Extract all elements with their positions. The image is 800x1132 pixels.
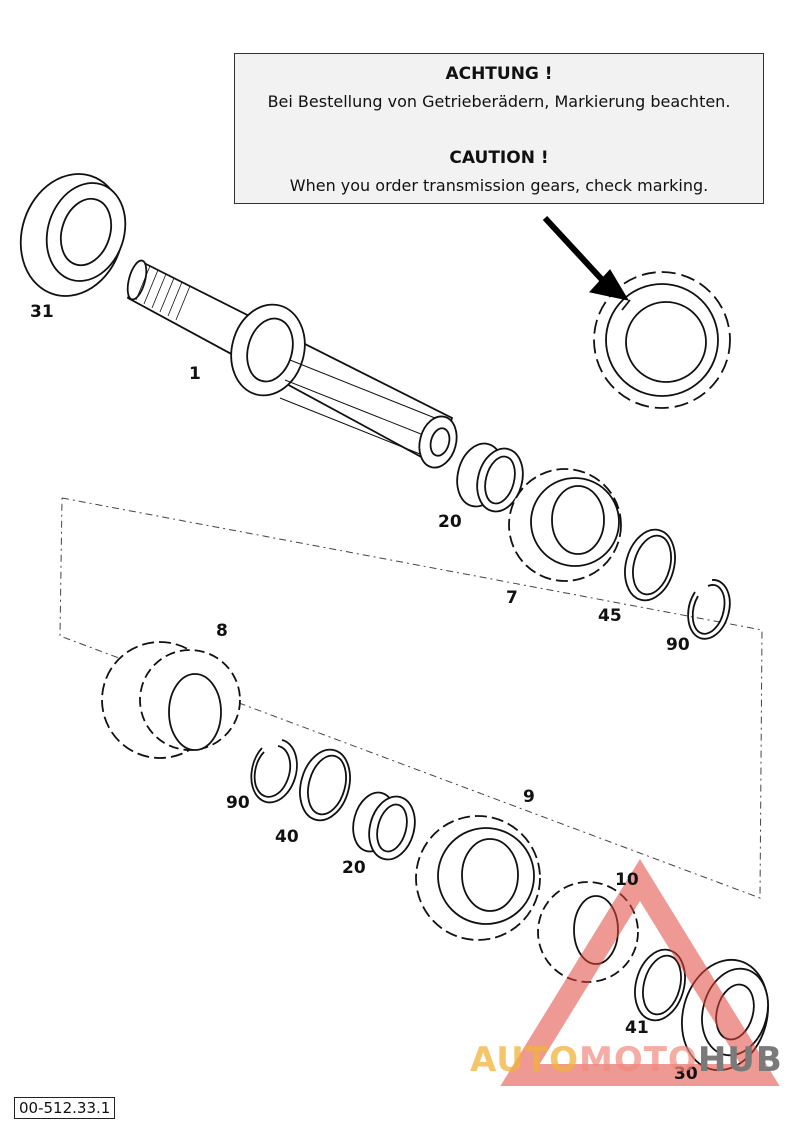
notice-heading-de: ACHTUNG ! <box>445 64 553 84</box>
washer-45 <box>624 528 676 602</box>
caution-notice-box: ACHTUNG ! Bei Bestellung von Getrieberäd… <box>234 53 764 204</box>
needle-bushing-20-lower <box>352 791 416 861</box>
washer-40 <box>299 748 351 822</box>
part-label-8: 8 <box>216 621 228 641</box>
bearing-31 <box>19 173 127 297</box>
washer-41 <box>634 948 686 1022</box>
notice-heading-en: CAUTION ! <box>449 148 549 168</box>
watermark-part-hub: HUB <box>697 1040 783 1080</box>
part-label-7: 7 <box>506 588 518 608</box>
needle-bushing-20-upper <box>456 442 524 513</box>
circlip-90-upper <box>687 579 731 640</box>
part-label-90-upper: 90 <box>666 635 690 655</box>
watermark-part-moto: MOTO <box>578 1040 698 1080</box>
marked-gear <box>593 271 731 409</box>
drawing-part-number: 00-512.33.1 <box>14 1097 116 1119</box>
watermark-text: AUTOMOTOHUB <box>470 1040 783 1080</box>
assembly-outline <box>59 497 763 899</box>
part-label-20-lower: 20 <box>342 858 366 878</box>
watermark-part-auto: AUTO <box>470 1040 579 1080</box>
notice-text-en: When you order transmission gears, check… <box>289 176 709 195</box>
part-label-20-upper: 20 <box>438 512 462 532</box>
part-label-90-lower: 90 <box>226 793 250 813</box>
gear-7 <box>508 468 622 582</box>
gear-9 <box>415 815 541 941</box>
part-label-31: 31 <box>30 302 54 322</box>
part-label-10: 10 <box>615 870 639 890</box>
watermark-logo-triangle <box>500 859 780 1086</box>
part-label-9: 9 <box>523 787 535 807</box>
gear-8 <box>101 641 241 759</box>
part-label-40: 40 <box>275 827 299 847</box>
main-shaft-1 <box>126 259 458 469</box>
part-label-41: 41 <box>625 1018 649 1038</box>
notice-text-de: Bei Bestellung von Getrieberädern, Marki… <box>267 92 731 111</box>
part-label-30: 30 <box>674 1064 698 1084</box>
marking-arrow <box>542 215 630 301</box>
part-label-45: 45 <box>598 606 622 626</box>
part-label-1: 1 <box>189 364 201 384</box>
circlip-90-lower <box>250 739 298 804</box>
